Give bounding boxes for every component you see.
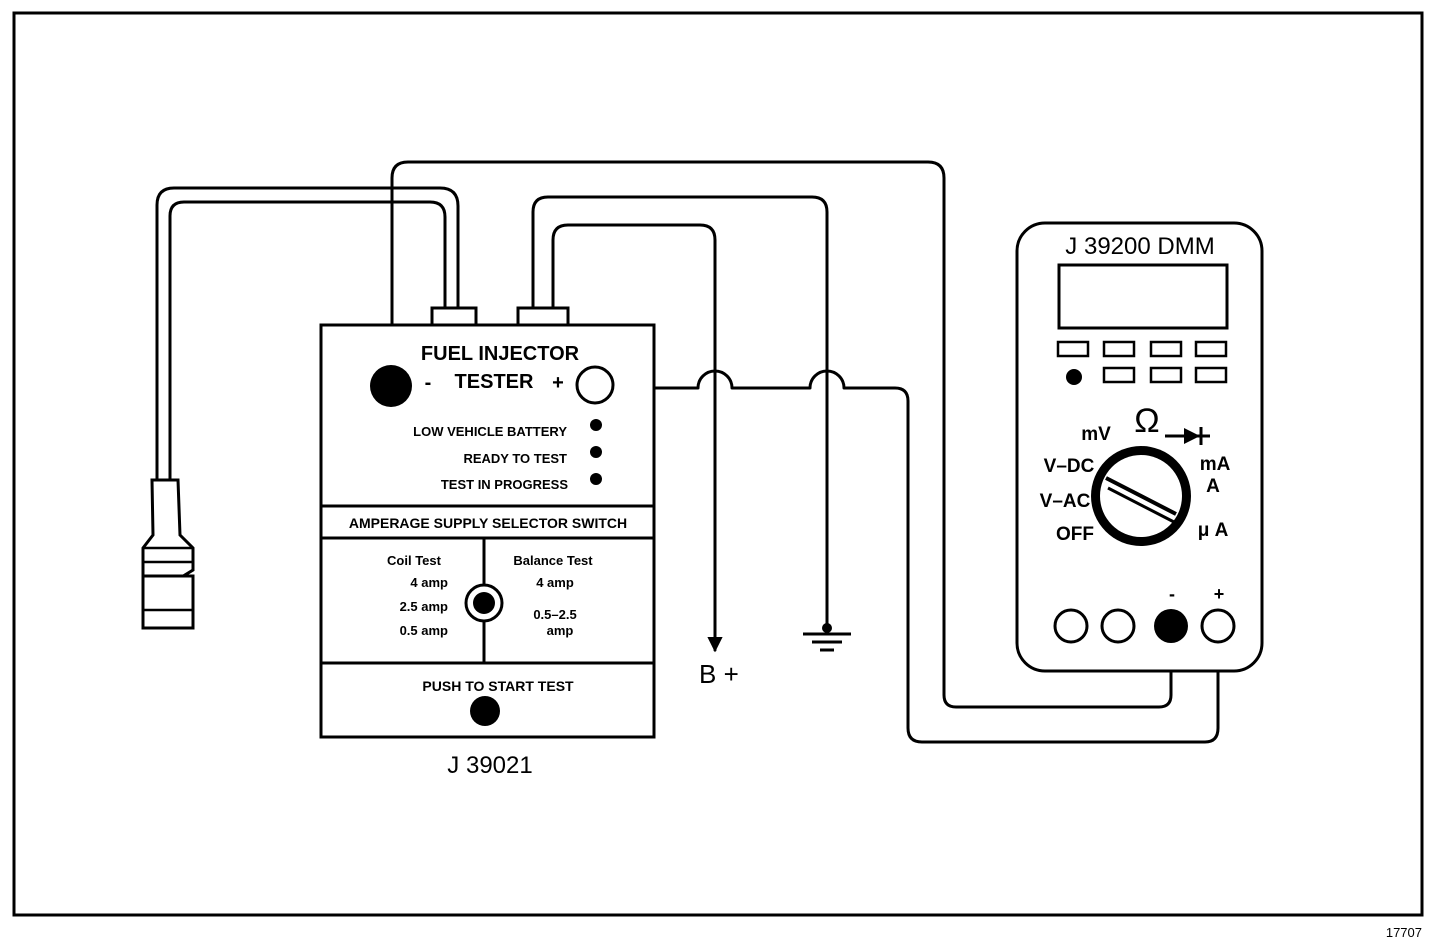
selector-title: AMPERAGE SUPPLY SELECTOR SWITCH (349, 515, 627, 531)
dmm-title: J 39200 DMM (1065, 233, 1214, 260)
positive-test-lead (612, 369, 1220, 744)
push-to-start-button[interactable] (470, 696, 500, 726)
dmm-jack[interactable] (1100, 608, 1136, 644)
balance-test-option: 4 amp (536, 575, 574, 590)
dmm-key[interactable] (1102, 340, 1136, 358)
tester-negative-jack[interactable] (370, 365, 412, 407)
balance-test-option: amp (547, 623, 574, 638)
amperage-selector-knob[interactable] (464, 583, 504, 623)
indicator-ready-led (590, 446, 602, 458)
tester-heading-line1: FUEL INJECTOR (421, 343, 580, 365)
dmm-jack[interactable] (1053, 608, 1089, 644)
injector-connector (141, 478, 195, 630)
tester-model-label: J 39021 (447, 752, 532, 779)
tester-plus-label: + (552, 372, 564, 394)
indicator-low-battery-label: LOW VEHICLE BATTERY (413, 424, 567, 439)
indicator-ready-label: READY TO TEST (463, 451, 567, 466)
battery-arrow (707, 637, 723, 653)
dmm-display (1057, 263, 1229, 330)
dmm-key[interactable] (1102, 366, 1136, 384)
dmm-key[interactable] (1194, 366, 1228, 384)
balance-test-option: 0.5–2.5 (533, 607, 576, 622)
indicator-low-battery-led (590, 419, 602, 431)
tester-harness-port (430, 306, 478, 328)
dmm-key[interactable] (1149, 340, 1183, 358)
dmm-positive-jack[interactable] (1200, 608, 1236, 644)
negative-test-lead (390, 160, 1173, 709)
battery-lead (551, 223, 717, 652)
dial-off-label: OFF (1056, 524, 1094, 545)
indicator-in-progress-led (590, 473, 602, 485)
balance-test-title: Balance Test (513, 553, 593, 568)
coil-test-title: Coil Test (387, 553, 442, 568)
tester-positive-jack[interactable] (575, 365, 615, 405)
injector-harness-outer (155, 186, 460, 482)
figure-number: 17707 (1386, 925, 1422, 940)
coil-test-option: 4 amp (410, 575, 448, 590)
fuel-injector-tester: FUEL INJECTOR - TESTER + LOW VEHICLE BAT… (319, 306, 656, 739)
dmm-rotary-dial[interactable] (1091, 446, 1191, 546)
dmm-key[interactable] (1194, 340, 1228, 358)
dmm-power-key[interactable] (1066, 369, 1082, 385)
dmm-negative-jack[interactable] (1154, 609, 1188, 643)
ground-lead (531, 195, 829, 627)
tester-minus-label: - (425, 372, 432, 394)
dmm-minus-label: - (1169, 584, 1175, 604)
coil-test-option: 2.5 amp (400, 599, 448, 614)
dial-a-label: A (1206, 476, 1220, 497)
diode-icon (1165, 427, 1210, 445)
dmm-key[interactable] (1149, 366, 1183, 384)
dial-vac-label: V–AC (1040, 491, 1091, 512)
coil-test-option: 0.5 amp (400, 623, 448, 638)
push-to-start-label: PUSH TO START TEST (422, 678, 574, 694)
tester-heading-line2: TESTER (455, 371, 534, 393)
dial-ua-label: μ A (1198, 520, 1229, 541)
dial-ohm-label: Ω (1134, 402, 1159, 440)
ground-icon (803, 623, 851, 652)
dial-mv-label: mV (1081, 424, 1111, 445)
dmm-plus-label: + (1214, 584, 1225, 604)
injector-harness-inner (168, 200, 447, 482)
indicator-in-progress-label: TEST IN PROGRESS (441, 477, 568, 492)
dial-ma-label: mA (1200, 454, 1231, 475)
battery-label: B + (699, 659, 739, 689)
tester-power-port (516, 306, 570, 328)
dial-vdc-label: V–DC (1044, 456, 1095, 477)
figure-frame (12, 11, 1424, 917)
digital-multimeter: J 39200 DMM mV Ω V–DC V–AC OFF mA A μ A (1015, 221, 1264, 673)
dmm-key[interactable] (1056, 340, 1090, 358)
